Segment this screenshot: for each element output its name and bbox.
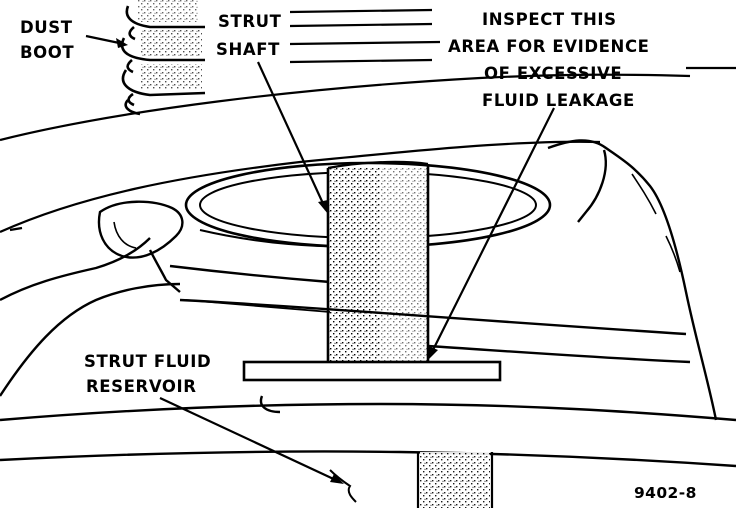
figure-number: 9402-8 [634, 484, 697, 502]
dust-boot-illustration [120, 0, 206, 116]
strut-seal-plate [242, 360, 502, 382]
reservoir-label-line2: RESERVOIR [86, 377, 197, 396]
inspect-area-leader [429, 107, 555, 357]
reservoir-leader [159, 397, 341, 483]
tower-wall [547, 139, 718, 421]
inspect-area-arrowhead [428, 346, 438, 360]
dust-boot-arrowhead [116, 38, 128, 48]
inspect-label-line3: OF EXCESSIVE [484, 64, 622, 83]
strut-shaft-arrowhead [318, 200, 328, 214]
inspect-label-line4: FLUID LEAKAGE [482, 91, 635, 110]
reservoir-label-line1: STRUT FLUID [84, 352, 211, 371]
strut-shaft-label-line2: SHAFT [216, 40, 280, 59]
callout-labels: DUST BOOT STRUT SHAFT INSPECT THIS AREA … [20, 10, 697, 502]
dust-boot-label-line2: BOOT [20, 43, 74, 62]
reservoir-arrowhead [330, 474, 344, 484]
inspect-label-line1: INSPECT THIS [482, 10, 617, 29]
inspect-label-line2: AREA FOR EVIDENCE [448, 37, 650, 56]
dust-boot-label-line1: DUST [20, 18, 73, 37]
strut-shaft-label-line1: STRUT [218, 12, 282, 31]
strut-shaft-leader [257, 61, 327, 211]
strut-tower-outline [0, 8, 736, 234]
leader-lines [85, 34, 555, 484]
strut-shaft-illustration [326, 160, 430, 364]
left-bracket [0, 200, 331, 397]
strut-fluid-reservoir-illustration [0, 298, 736, 508]
